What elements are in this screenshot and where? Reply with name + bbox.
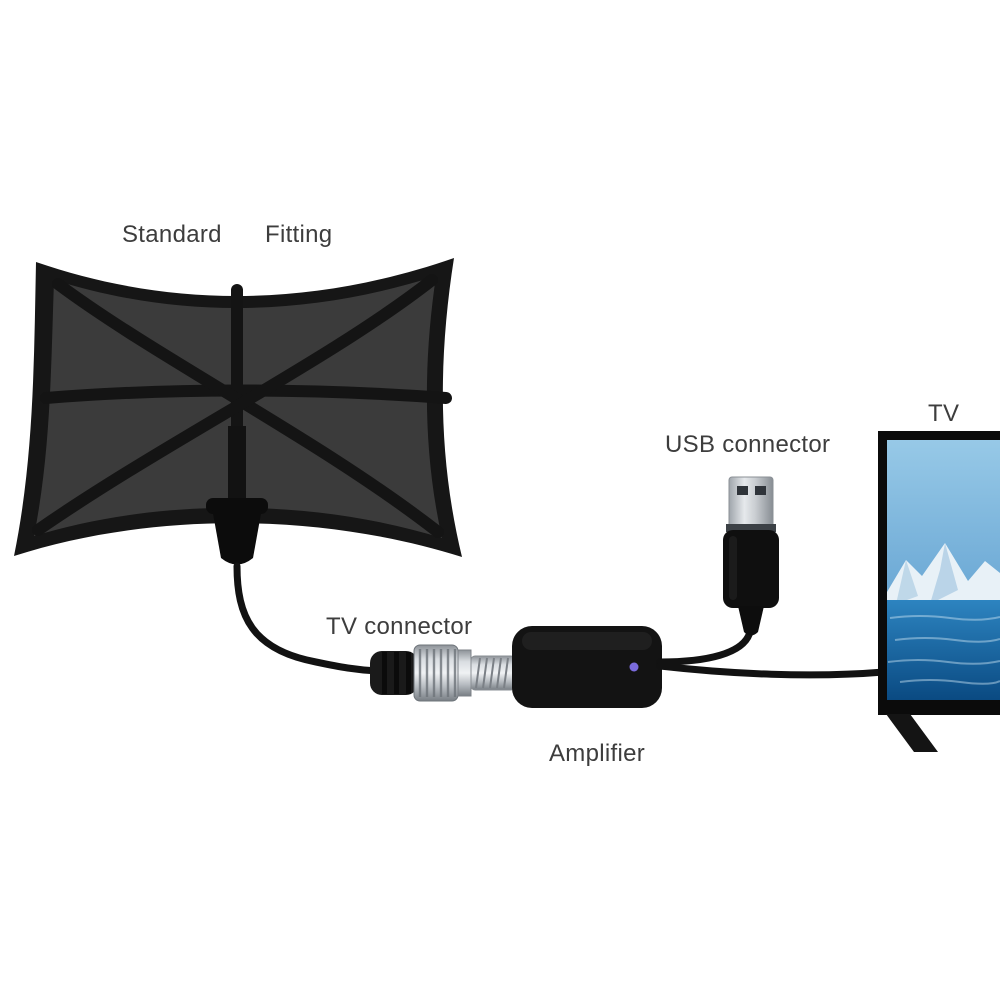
label-standard: Standard — [122, 221, 222, 248]
tv-stand-leg — [886, 714, 938, 752]
tv-graphic — [878, 431, 1000, 752]
cable-to-tv — [656, 662, 888, 679]
coax-connector-graphic — [370, 644, 516, 702]
usb-slot-right — [755, 486, 766, 495]
label-tv: TV — [928, 400, 960, 427]
led-indicator — [629, 662, 639, 672]
label-fitting: Fitting — [265, 221, 333, 248]
usb-shell-collar — [726, 524, 776, 532]
usb-strain-relief — [738, 606, 764, 636]
tv-mountain-shadow — [930, 543, 958, 604]
antenna-graphic — [14, 258, 462, 565]
usb-connector-graphic — [723, 476, 779, 636]
amplifier-body — [512, 626, 662, 708]
coax-rib — [382, 652, 387, 694]
coax-thread-lines — [475, 657, 509, 689]
coax-knurl-lines — [418, 649, 457, 697]
usb-slot-left — [737, 486, 748, 495]
coax-rib — [406, 652, 411, 694]
antenna-ferrule — [206, 498, 268, 565]
usb-body-highlight — [729, 536, 737, 600]
label-tv-connector: TV connector — [326, 613, 473, 640]
cable-to-usb — [656, 628, 754, 666]
usb-metal-shell — [728, 476, 774, 528]
amplifier-graphic — [512, 626, 662, 708]
usb-body — [723, 530, 779, 608]
coax-rib — [394, 652, 399, 694]
antenna-cable — [233, 562, 382, 675]
tv-screen-image — [887, 440, 1000, 700]
label-amplifier: Amplifier — [549, 740, 646, 767]
antenna-stem — [228, 426, 246, 514]
amplifier-highlight — [522, 632, 652, 650]
tv-water — [887, 600, 1000, 700]
label-usb-connector: USB connector — [665, 431, 831, 458]
tv-water-ripples — [887, 615, 1000, 685]
coax-washer — [457, 649, 472, 697]
tv-mountain-shadow2 — [896, 560, 918, 604]
